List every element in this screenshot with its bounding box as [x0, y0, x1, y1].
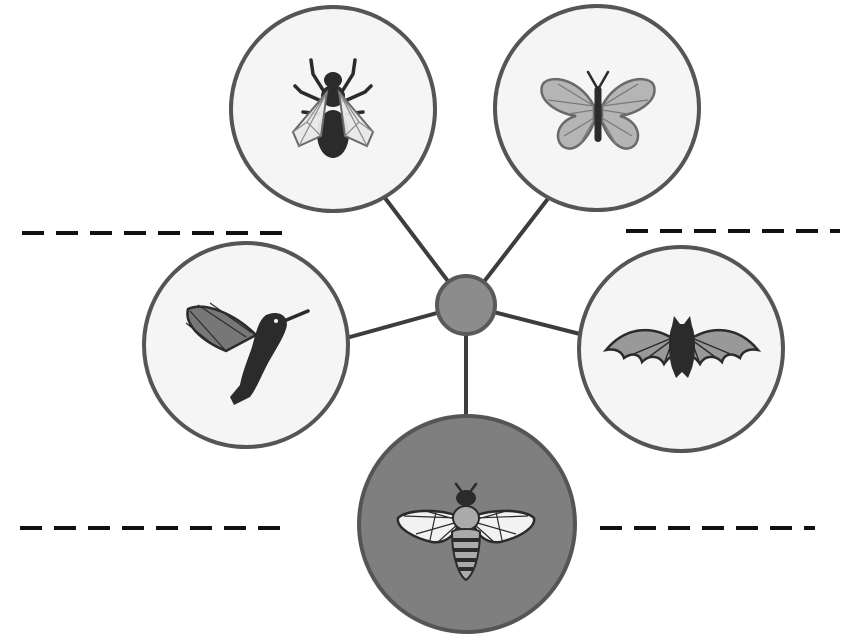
dashed-separators — [20, 229, 840, 530]
node-butterfly[interactable] — [493, 4, 701, 212]
node-circle — [142, 241, 350, 449]
butterfly-icon — [540, 70, 656, 150]
bee-icon — [396, 482, 536, 582]
node-circle — [229, 5, 437, 213]
hummingbird-icon — [185, 302, 310, 405]
node-bat[interactable] — [577, 245, 785, 453]
node-hummingbird[interactable] — [142, 241, 350, 449]
fly-icon — [291, 58, 375, 158]
hub-node — [435, 274, 497, 336]
node-fly[interactable] — [229, 5, 437, 213]
bat-icon — [602, 316, 762, 378]
node-bee[interactable] — [357, 414, 577, 634]
